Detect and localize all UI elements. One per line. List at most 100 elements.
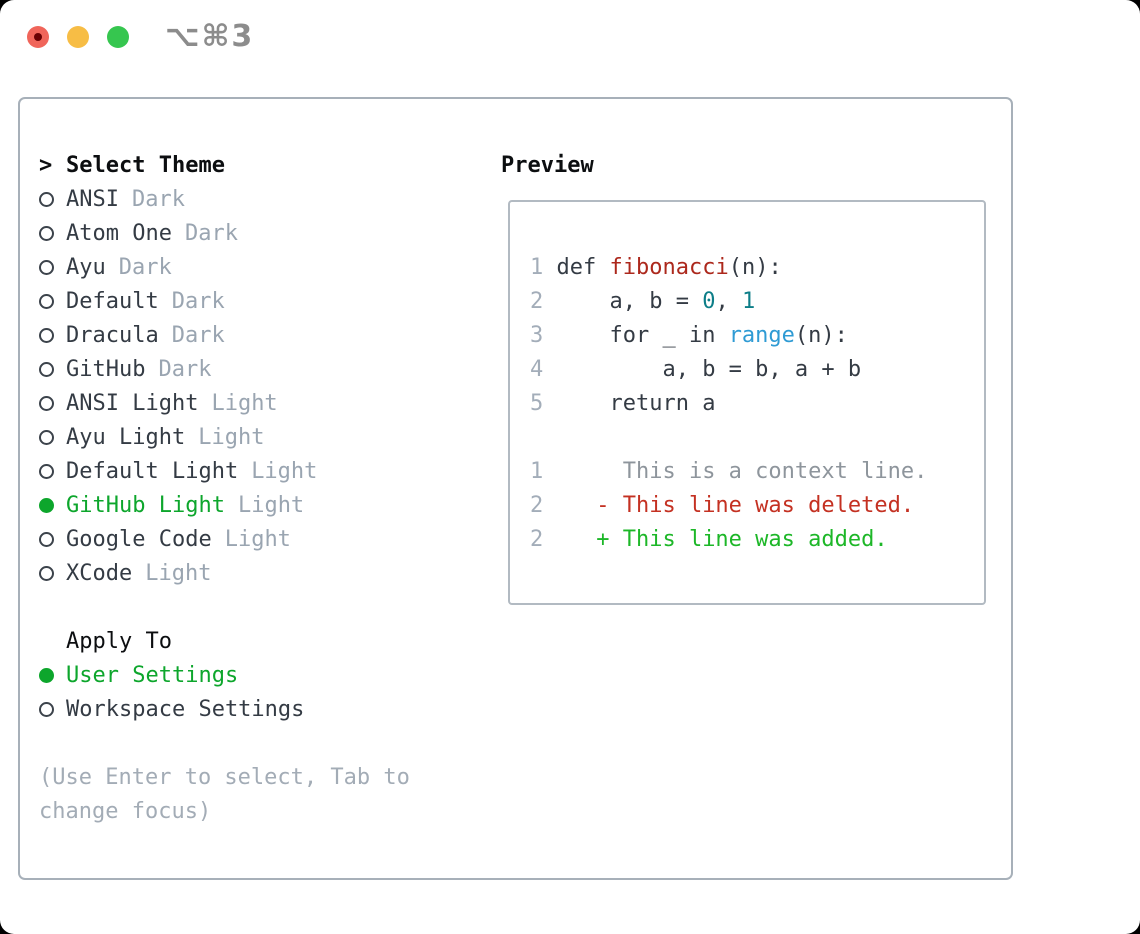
code-line: 1 This is a context line. (530, 454, 984, 488)
apply-to-title: Apply To (66, 628, 172, 654)
radio-selected-icon (39, 667, 54, 683)
marker-slot (39, 667, 66, 683)
code-line: 3 for _ in range(n): (530, 318, 984, 352)
theme-option-ansi-light[interactable]: ANSI Light Light (39, 386, 410, 420)
theme-option-atom-one[interactable]: Atom One Dark (39, 216, 410, 250)
code-token-num: 1 (741, 288, 756, 314)
marker-slot (39, 191, 66, 207)
line-number: 2 (530, 526, 544, 552)
minimize-button-icon[interactable] (67, 26, 89, 48)
line-number: 3 (530, 322, 544, 348)
code-token-plain: for _ in (543, 322, 729, 348)
marker-slot (39, 259, 66, 275)
marker-slot (39, 293, 66, 309)
theme-option-ayu[interactable]: Ayu Dark (39, 250, 410, 284)
code-token-plain: def (543, 254, 610, 280)
option-label: User Settings (66, 662, 239, 688)
variant-tag: Dark (171, 288, 225, 314)
theme-option-default[interactable]: Default Dark (39, 284, 410, 318)
option-label: ANSI Light (66, 390, 199, 416)
marker-slot (39, 395, 66, 411)
option-label: Default Light (66, 458, 239, 484)
code-token-plain: return a (543, 390, 716, 416)
option-label: Ayu Light (66, 424, 186, 450)
theme-option-github-light[interactable]: GitHub Light Light (39, 488, 410, 522)
code-token-plain: (n): (794, 322, 848, 348)
marker-slot (39, 463, 66, 479)
code-token-del: - This line was deleted. (543, 492, 915, 518)
line-number: 2 (530, 492, 544, 518)
theme-option-default-light[interactable]: Default Light Light (39, 454, 410, 488)
caret-icon: > (39, 152, 53, 178)
radio-unselected-icon (39, 701, 54, 717)
radio-unselected-icon (39, 225, 54, 241)
radio-unselected-icon (39, 395, 54, 411)
marker-slot (39, 531, 66, 547)
code-line: 2 - This line was deleted. (530, 488, 984, 522)
theme-option-ayu-light[interactable]: Ayu Light Light (39, 420, 410, 454)
apply-option-workspace-settings[interactable]: Workspace Settings (39, 692, 410, 726)
help-line: change focus) (39, 798, 212, 824)
marker-slot (39, 565, 66, 581)
option-label: GitHub Light (66, 492, 225, 518)
radio-unselected-icon (39, 191, 54, 207)
option-label: Ayu (66, 254, 106, 280)
option-label: Atom One (66, 220, 172, 246)
code-token-plain: a, b = b, a + b (543, 356, 862, 382)
close-button-icon[interactable] (27, 26, 49, 48)
variant-tag: Light (198, 424, 265, 450)
variant-tag: Light (251, 458, 318, 484)
code-token-num: 0 (702, 288, 716, 314)
variant-tag: Dark (131, 186, 185, 212)
option-label: Workspace Settings (66, 696, 305, 722)
marker-slot (39, 497, 66, 513)
code-token-add: + This line was added. (543, 526, 888, 552)
variant-tag: Dark (184, 220, 238, 246)
marker-slot (39, 225, 66, 241)
radio-unselected-icon (39, 463, 54, 479)
code-token-builtin: range (728, 322, 795, 348)
radio-unselected-icon (39, 293, 54, 309)
spacer (39, 726, 410, 760)
variant-tag: Dark (171, 322, 225, 348)
code-line: 2 + This line was added. (530, 522, 984, 556)
apply-option-user-settings[interactable]: User Settings (39, 658, 410, 692)
option-label: Default (66, 288, 159, 314)
line-number: 1 (530, 458, 544, 484)
variant-tag: Dark (118, 254, 172, 280)
titlebar: ⌥⌘3 (0, 0, 1140, 97)
variant-tag: Dark (158, 356, 212, 382)
marker-slot (39, 327, 66, 343)
radio-unselected-icon (39, 565, 54, 581)
marker-slot (39, 701, 66, 717)
marker-slot (39, 361, 66, 377)
select-theme-header: > Select Theme (39, 148, 410, 182)
radio-unselected-icon (39, 429, 54, 445)
radio-unselected-icon (39, 361, 54, 377)
preview-title: Preview (501, 152, 594, 178)
radio-unselected-icon (39, 327, 54, 343)
theme-option-ansi[interactable]: ANSI Dark (39, 182, 410, 216)
variant-tag: Light (211, 390, 278, 416)
line-number: 1 (530, 254, 544, 280)
line-number: 5 (530, 390, 544, 416)
code-line: 4 a, b = b, a + b (530, 352, 984, 386)
code-token-plain: , (715, 288, 742, 314)
variant-tag: Light (237, 492, 305, 518)
code-line (530, 420, 984, 454)
option-label: ANSI (66, 186, 119, 212)
line-number: 4 (530, 356, 544, 382)
zoom-button-icon[interactable] (107, 26, 129, 48)
code-line: 2 a, b = 0, 1 (530, 284, 984, 318)
variant-tag: Light (224, 526, 291, 552)
